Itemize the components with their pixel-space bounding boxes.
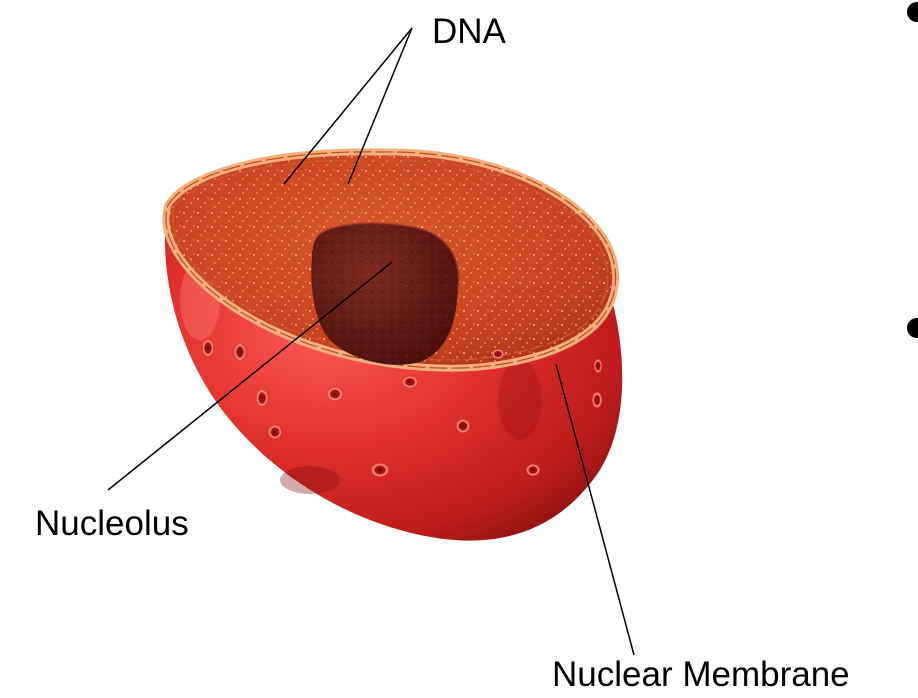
- nuclear-membrane-label: Nuclear Membrane: [552, 657, 850, 692]
- dna-label: DNA: [432, 14, 506, 49]
- nucleolus-label: Nucleolus: [35, 506, 189, 541]
